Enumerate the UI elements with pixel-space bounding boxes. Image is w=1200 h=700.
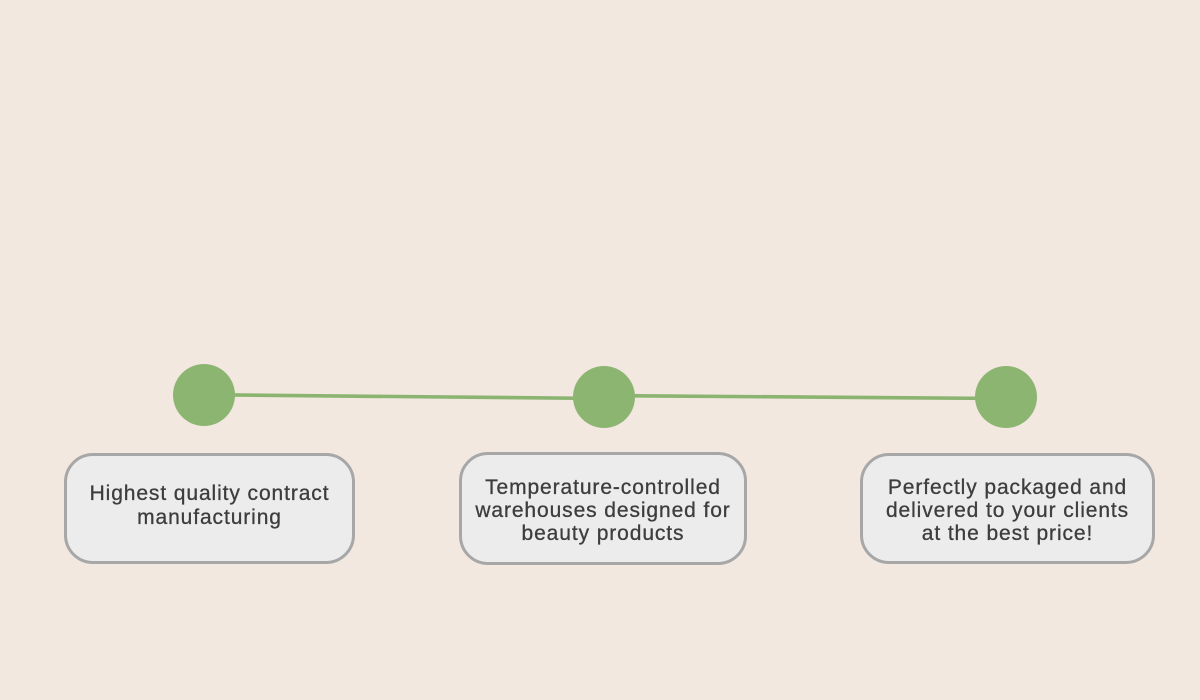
timeline-node-1 xyxy=(173,364,235,426)
step-card-1: Highest quality contract manufacturing xyxy=(64,453,355,564)
step-label-1: Highest quality contract manufacturing xyxy=(89,482,330,529)
connector-line-2 xyxy=(604,393,1007,401)
timeline-node-3 xyxy=(975,366,1037,428)
step-label-3: Perfectly packaged and delivered to your… xyxy=(885,475,1130,546)
step-label-2: Temperature-controlled warehouses design… xyxy=(475,475,731,546)
connector-line-1 xyxy=(203,392,605,401)
step-card-2: Temperature-controlled warehouses design… xyxy=(459,452,747,565)
step-card-3: Perfectly packaged and delivered to your… xyxy=(860,453,1155,564)
timeline-node-2 xyxy=(573,366,635,428)
